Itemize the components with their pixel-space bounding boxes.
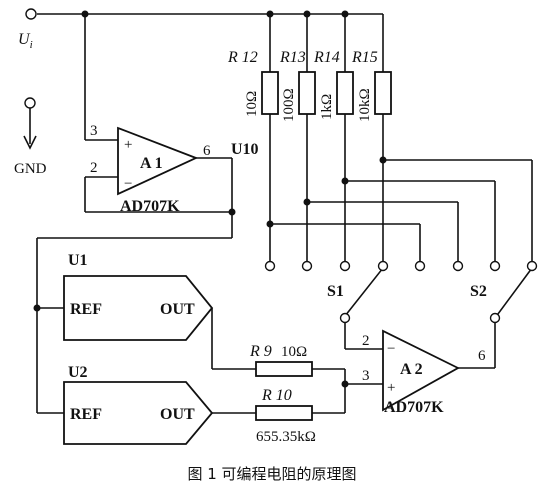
a2-plus-sign: + bbox=[387, 380, 395, 396]
a1-pin-plus: 3 bbox=[90, 123, 98, 139]
u2-ref: REF bbox=[70, 406, 102, 423]
a2-label: A 2 bbox=[400, 361, 423, 378]
s1-contact-3 bbox=[339, 260, 351, 272]
r13-name: R13 bbox=[279, 49, 306, 66]
input-terminal bbox=[25, 8, 37, 20]
u2-label: U2 bbox=[68, 364, 88, 381]
opamp-a1 bbox=[117, 126, 199, 196]
s1-contact-1 bbox=[264, 260, 276, 272]
s2-contact-3 bbox=[489, 260, 501, 272]
a1-label: A 1 bbox=[140, 155, 163, 172]
resistor-r12 bbox=[261, 71, 279, 115]
a1-minus-sign: − bbox=[124, 176, 132, 192]
r12-value: 10Ω bbox=[244, 91, 260, 117]
resistor-r9 bbox=[255, 361, 313, 377]
u1-out: OUT bbox=[160, 301, 195, 318]
r14-value: 1kΩ bbox=[319, 94, 335, 120]
a1-pin-minus: 2 bbox=[90, 160, 98, 176]
a2-pin-plus: 3 bbox=[362, 368, 370, 384]
u2-out: OUT bbox=[160, 406, 195, 423]
gnd-terminal bbox=[24, 97, 36, 109]
a2-minus-sign: − bbox=[387, 341, 395, 357]
wires bbox=[23, 13, 533, 414]
r15-value: 10kΩ bbox=[357, 88, 373, 122]
s1-common bbox=[339, 312, 351, 324]
r14-name: R14 bbox=[313, 49, 340, 66]
input-label: Ui bbox=[18, 31, 33, 51]
dac-u2 bbox=[63, 381, 214, 445]
resistor-bank bbox=[261, 71, 392, 115]
opamp-a2 bbox=[382, 329, 460, 412]
resistor-r15 bbox=[374, 71, 392, 115]
u1-label: U1 bbox=[68, 252, 88, 269]
terminals bbox=[24, 8, 538, 324]
r10-value: 655.35kΩ bbox=[256, 429, 316, 445]
a2-part: AD707K bbox=[384, 399, 444, 416]
a2-pin-out: 6 bbox=[478, 348, 486, 364]
junction-dots bbox=[33, 10, 387, 388]
resistor-r13 bbox=[298, 71, 316, 115]
s2-common bbox=[489, 312, 501, 324]
a2-pin-minus: 2 bbox=[362, 333, 370, 349]
s2-contact-2 bbox=[452, 260, 464, 272]
a1-pin-out: 6 bbox=[203, 143, 211, 159]
r12-name: R 12 bbox=[227, 49, 258, 66]
dac-u1 bbox=[63, 275, 214, 341]
s2-contact-1 bbox=[414, 260, 426, 272]
s1-label: S1 bbox=[327, 283, 344, 300]
resistor-r10 bbox=[255, 405, 313, 421]
r13-value: 100Ω bbox=[281, 88, 297, 122]
s2-label: S2 bbox=[470, 283, 487, 300]
figure-caption: 图 1 可编程电阻的原理图 bbox=[187, 465, 356, 483]
r15-name: R15 bbox=[351, 49, 378, 66]
resistor-r14 bbox=[336, 71, 354, 115]
r9-name: R 9 bbox=[249, 343, 272, 360]
r9-value: 10Ω bbox=[281, 344, 307, 360]
a1-part: AD707K bbox=[120, 198, 180, 215]
s1-contact-4 bbox=[377, 260, 389, 272]
r10-name: R 10 bbox=[261, 387, 292, 404]
a1-plus-sign: + bbox=[124, 137, 132, 153]
gnd-label: GND bbox=[14, 161, 47, 177]
s1-contact-2 bbox=[301, 260, 313, 272]
u1-ref: REF bbox=[70, 301, 102, 318]
switch-block-label: U10 bbox=[231, 141, 259, 158]
s2-contact-4 bbox=[526, 260, 538, 272]
